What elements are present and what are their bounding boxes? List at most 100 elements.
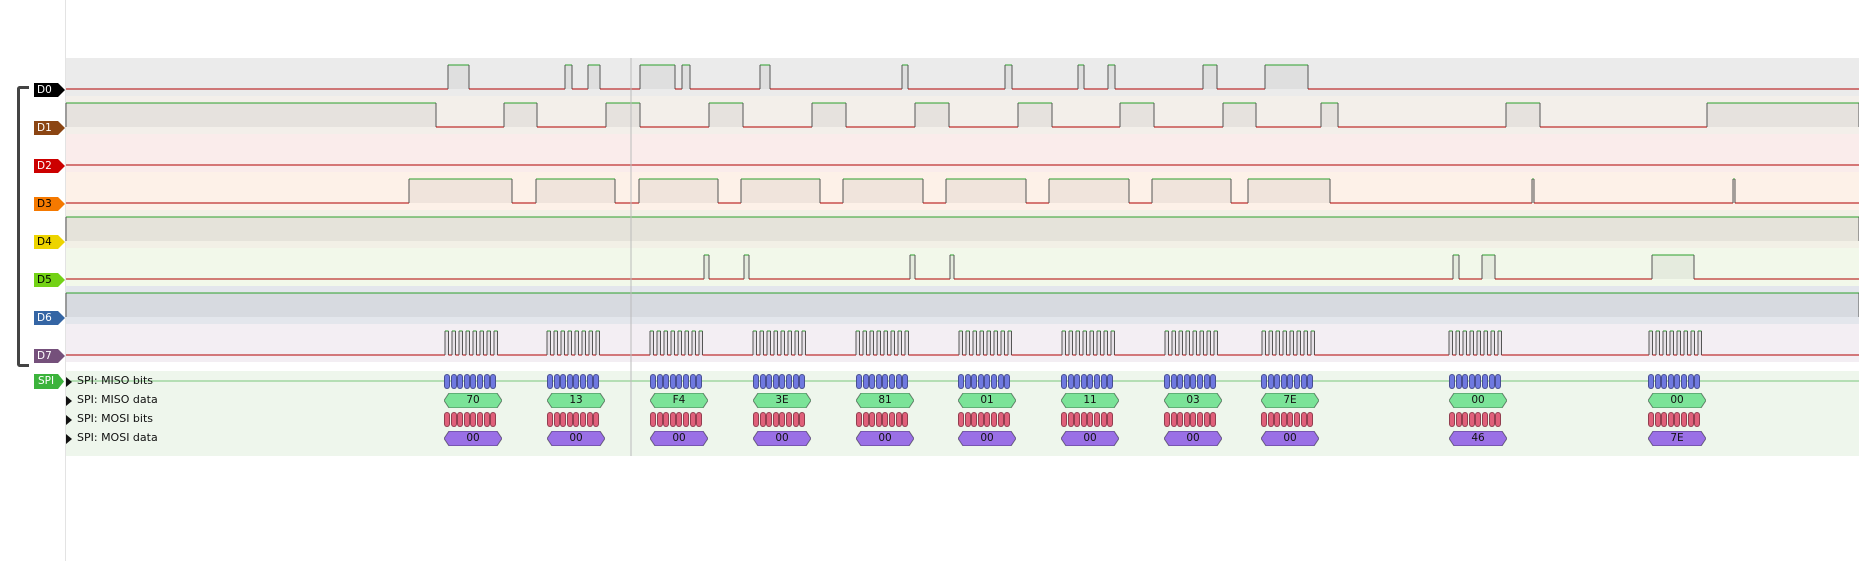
miso-data-annotation[interactable]: 13 bbox=[547, 393, 605, 408]
high-region bbox=[1477, 331, 1481, 355]
high-region bbox=[987, 331, 991, 355]
high-region bbox=[1311, 331, 1315, 355]
mosi-bits-annotation[interactable] bbox=[547, 412, 600, 427]
high-region bbox=[575, 331, 579, 355]
mosi-bits-annotation[interactable] bbox=[650, 412, 703, 427]
high-region bbox=[448, 65, 469, 89]
channel-row-d3 bbox=[66, 172, 1859, 210]
miso-data-annotation[interactable]: 11 bbox=[1061, 393, 1119, 408]
miso-data-annotation[interactable]: 81 bbox=[856, 393, 914, 408]
byte-value: 3E bbox=[775, 394, 789, 406]
byte-value: 03 bbox=[1186, 394, 1200, 406]
miso-bits-annotation[interactable] bbox=[958, 374, 1011, 389]
miso-data-annotation[interactable]: 00 bbox=[1449, 393, 1507, 408]
expand-arrow-icon[interactable] bbox=[66, 377, 72, 387]
channel-label-d6[interactable]: D6 bbox=[34, 311, 66, 325]
miso-bits-annotation[interactable] bbox=[444, 374, 497, 389]
miso-data-annotation[interactable]: 3E bbox=[753, 393, 811, 408]
mosi-data-annotation[interactable]: 00 bbox=[1261, 431, 1319, 446]
decoder-tag-spi[interactable]: SPI bbox=[34, 374, 64, 389]
mosi-bits-annotation[interactable] bbox=[444, 412, 497, 427]
byte-value: 81 bbox=[878, 394, 892, 406]
expand-arrow-icon[interactable] bbox=[66, 415, 72, 425]
bit-mark bbox=[971, 374, 978, 389]
mosi-data-annotation[interactable]: 00 bbox=[1164, 431, 1222, 446]
miso-bits-annotation[interactable] bbox=[650, 374, 703, 389]
bit-mark bbox=[779, 374, 786, 389]
channel-label-text: D5 bbox=[37, 274, 52, 286]
miso-data-annotation[interactable]: F4 bbox=[650, 393, 708, 408]
miso-bits-annotation[interactable] bbox=[856, 374, 909, 389]
bit-mark bbox=[1170, 412, 1177, 427]
mosi-bits-annotation[interactable] bbox=[753, 412, 806, 427]
bit-mark bbox=[490, 374, 497, 389]
miso-bits-annotation[interactable] bbox=[1648, 374, 1701, 389]
mosi-data-annotation[interactable]: 00 bbox=[547, 431, 605, 446]
bit-mark bbox=[682, 374, 689, 389]
expand-arrow-icon[interactable] bbox=[66, 396, 72, 406]
mosi-data-annotation[interactable]: 00 bbox=[444, 431, 502, 446]
channel-label-d5[interactable]: D5 bbox=[34, 273, 66, 287]
miso-bits-annotation[interactable] bbox=[1261, 374, 1314, 389]
bit-mark bbox=[573, 374, 580, 389]
high-region bbox=[973, 331, 977, 355]
bit-mark bbox=[1661, 374, 1668, 389]
decoder-tag-label: SPI bbox=[38, 375, 55, 387]
mosi-data-annotation[interactable]: 00 bbox=[753, 431, 811, 446]
expand-arrow-icon[interactable] bbox=[66, 434, 72, 444]
mosi-bits-annotation[interactable] bbox=[856, 412, 909, 427]
high-region bbox=[1078, 65, 1084, 89]
byte-value: 01 bbox=[980, 394, 994, 406]
high-region bbox=[639, 179, 718, 203]
bit-mark bbox=[1468, 374, 1475, 389]
mosi-data-annotation[interactable]: 00 bbox=[856, 431, 914, 446]
mosi-bits-annotation[interactable] bbox=[1648, 412, 1701, 427]
high-region bbox=[741, 179, 820, 203]
bit-mark bbox=[676, 412, 683, 427]
channel-label-d3[interactable]: D3 bbox=[34, 197, 66, 211]
miso-data-annotation[interactable]: 70 bbox=[444, 393, 502, 408]
channel-label-d1[interactable]: D1 bbox=[34, 121, 66, 135]
mosi-bits-annotation[interactable] bbox=[1061, 412, 1114, 427]
miso-bits-annotation[interactable] bbox=[1164, 374, 1217, 389]
mosi-data-annotation[interactable]: 00 bbox=[958, 431, 1016, 446]
mosi-bits-annotation[interactable] bbox=[958, 412, 1011, 427]
byte-value: 00 bbox=[1283, 432, 1297, 444]
miso-bits-annotation[interactable] bbox=[1449, 374, 1502, 389]
high-region bbox=[1321, 103, 1338, 127]
miso-data-annotation[interactable]: 00 bbox=[1648, 393, 1706, 408]
bit-mark bbox=[1210, 374, 1217, 389]
high-region bbox=[1111, 331, 1115, 355]
bit-mark bbox=[573, 412, 580, 427]
bit-mark bbox=[772, 374, 779, 389]
bit-mark bbox=[1261, 374, 1267, 389]
miso-data-annotation[interactable]: 7E bbox=[1261, 393, 1319, 408]
channel-label-d0[interactable]: D0 bbox=[34, 83, 66, 97]
mosi-bits-annotation[interactable] bbox=[1261, 412, 1314, 427]
miso-bits-annotation[interactable] bbox=[753, 374, 806, 389]
high-region bbox=[596, 331, 600, 355]
mosi-bits-annotation[interactable] bbox=[1449, 412, 1502, 427]
bit-mark bbox=[958, 374, 964, 389]
high-region bbox=[606, 103, 640, 127]
channel-label-d7[interactable]: D7 bbox=[34, 349, 66, 363]
high-region bbox=[1083, 331, 1087, 355]
mosi-data-annotation[interactable]: 00 bbox=[650, 431, 708, 446]
miso-bits-annotation[interactable] bbox=[1061, 374, 1114, 389]
channel-label-d4[interactable]: D4 bbox=[34, 235, 66, 249]
high-region bbox=[910, 255, 915, 279]
decoder-row-name: SPI: MISO data bbox=[77, 393, 158, 406]
high-region bbox=[946, 179, 1026, 203]
mosi-data-annotation[interactable]: 46 bbox=[1449, 431, 1507, 446]
channel-label-d2[interactable]: D2 bbox=[34, 159, 66, 173]
high-region bbox=[671, 331, 675, 355]
miso-data-annotation[interactable]: 01 bbox=[958, 393, 1016, 408]
bit-mark bbox=[669, 412, 676, 427]
mosi-data-annotation[interactable]: 7E bbox=[1648, 431, 1706, 446]
mosi-data-annotation[interactable]: 00 bbox=[1061, 431, 1119, 446]
bit-mark bbox=[862, 412, 869, 427]
miso-bits-annotation[interactable] bbox=[547, 374, 600, 389]
mosi-bits-annotation[interactable] bbox=[1164, 412, 1217, 427]
miso-data-annotation[interactable]: 03 bbox=[1164, 393, 1222, 408]
